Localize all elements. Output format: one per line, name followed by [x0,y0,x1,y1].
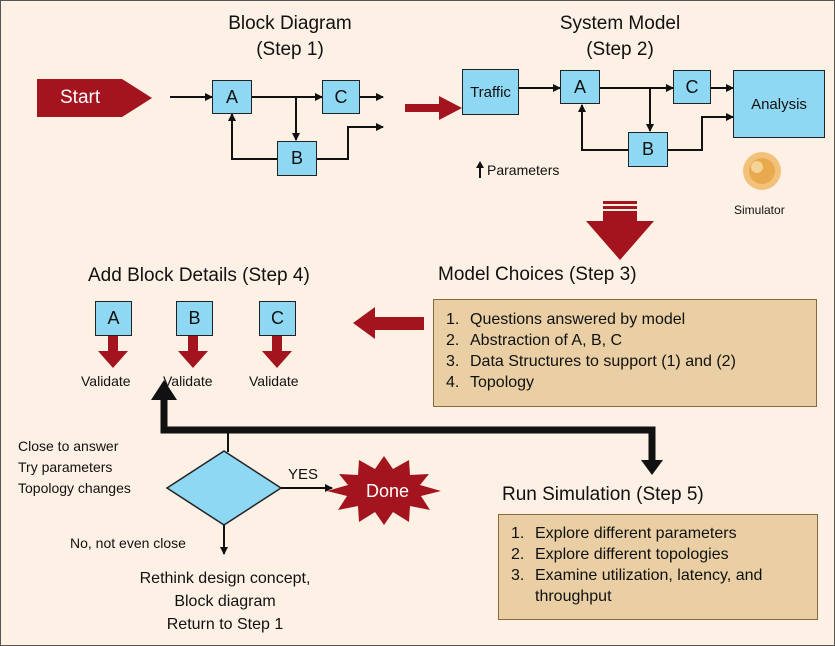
run-step-item-continued: throughput [535,588,612,605]
validate-label-b: Validate [163,373,213,389]
rethink-line-1: Rethink design concept, [139,570,311,587]
detail-block-a: A [95,301,132,336]
step1-connectors [170,93,384,160]
validate-label-a: Validate [81,373,131,389]
topology-changes-label: Topology changes [18,480,131,496]
step3-title: Model Choices (Step 3) [438,264,637,285]
model-block-c: C [673,70,711,104]
step1-subtitle: (Step 1) [256,39,324,60]
detail-block-b: B [176,301,213,336]
analysis-block: Analysis [733,70,825,138]
step5-title: Run Simulation (Step 5) [502,484,704,505]
run-simulation-panel: 1.Explore different parameters 2.Explore… [498,514,818,620]
done-burst [327,456,441,525]
validate-label-c: Validate [249,373,299,389]
parameters-label: Parameters [487,162,560,178]
model-choice-item: 1.Questions answered by model [446,311,686,328]
rethink-line-3: Return to Step 1 [166,616,284,633]
rethink-line-2: Block diagram [174,593,276,610]
no-label: No, not even close [70,535,186,551]
block-c: C [322,80,360,114]
step2-title: System Model [559,13,681,34]
up-arrowhead [151,380,177,400]
step2-connectors [519,84,734,151]
traffic-block: Traffic [462,69,519,115]
step1-to-step2-arrow [405,96,462,120]
try-parameters-label: Try parameters [18,459,113,475]
run-sim-arrowhead [641,460,663,475]
run-step-item: 2.Explore different topologies [511,546,729,563]
step1-title: Block Diagram [228,13,352,34]
start-arrow [37,79,152,117]
close-to-answer-label: Close to answer [18,438,119,454]
model-block-a: A [560,70,600,104]
model-choice-item: 3.Data Structures to support (1) and (2) [446,353,736,370]
decision-diamond [165,450,283,526]
step3-to-step4-arrow [353,307,424,339]
yes-label: YES [288,466,319,483]
model-choices-panel: 1.Questions answered by model 2.Abstract… [433,299,817,407]
run-step-item: 1.Explore different parameters [511,525,737,542]
validate-arrows [98,336,292,368]
model-choice-item: 2.Abstraction of A, B, C [446,332,623,349]
block-b: B [277,141,317,176]
simulator-label: Simulator [734,203,785,217]
run-step-item: 3.Examine utilization, latency, and [511,567,763,584]
step2-subtitle: (Step 2) [586,39,654,60]
parameters-arrow [476,161,484,178]
model-block-b: B [628,132,668,167]
block-a: A [212,80,252,114]
start-label: Start [60,87,101,108]
step2-to-step3-arrow [586,201,654,260]
done-label: Done [366,481,410,501]
model-choice-item: 4.Topology [446,374,535,391]
simulator-icon [743,152,781,190]
step4-title: Add Block Details (Step 4) [88,265,310,286]
detail-block-c: C [259,301,296,336]
loop-connectors [160,398,656,462]
